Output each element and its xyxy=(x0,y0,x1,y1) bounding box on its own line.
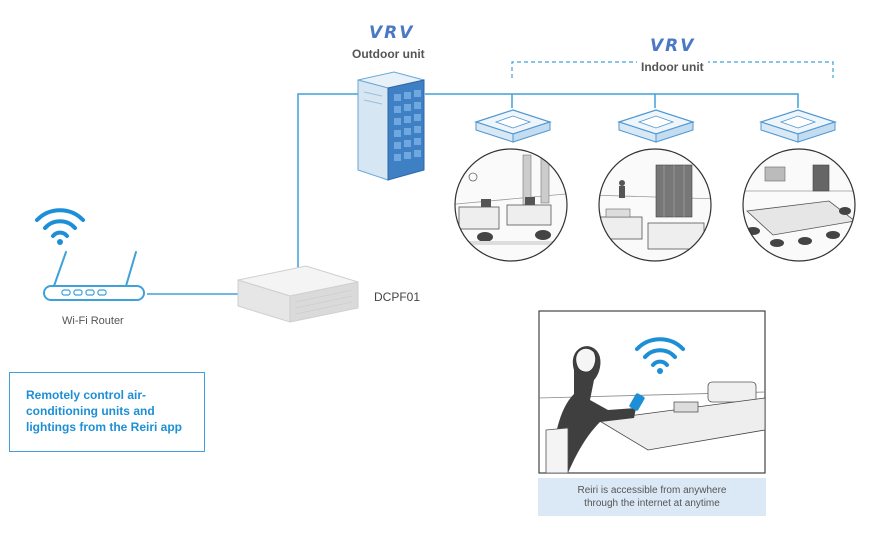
caption-box: Reiri is accessible from anywhere throug… xyxy=(538,478,766,516)
outdoor-vrv-logo: VRV xyxy=(369,23,415,43)
callout-box: Remotely control air-conditioning units … xyxy=(9,372,205,452)
cassette-unit-icon xyxy=(474,109,552,143)
cassette-unit-icon xyxy=(617,109,695,143)
indoor-unit-label: Indoor unit xyxy=(637,60,708,74)
controller-icon xyxy=(237,265,359,323)
phone-user-scene xyxy=(538,310,766,474)
controller-label: DCPF01 xyxy=(374,290,421,304)
indoor-vrv-logo: VRV xyxy=(650,36,696,56)
caption-line-1: Reiri is accessible from anywhere xyxy=(577,485,727,496)
wifi-icon xyxy=(635,337,685,374)
cassette-unit-icon xyxy=(759,109,837,143)
outdoor-unit-label: Outdoor unit xyxy=(352,47,425,61)
wifi-icon xyxy=(35,208,85,245)
office-scene xyxy=(598,148,712,262)
office-scene xyxy=(742,148,856,262)
router-label: Wi-Fi Router xyxy=(62,315,124,327)
outdoor-unit-icon xyxy=(357,71,425,181)
office-scene xyxy=(454,148,568,262)
caption-line-2: through the internet at anytime xyxy=(584,498,720,509)
router-icon xyxy=(43,251,145,301)
callout-text: Remotely control air-conditioning units … xyxy=(26,388,183,434)
